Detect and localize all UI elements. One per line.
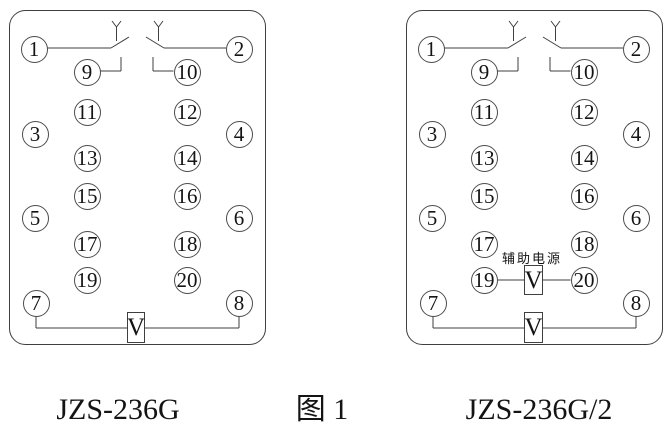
- left-terminal-16: 16: [173, 182, 201, 210]
- right-voltmeter-wiring: [432, 316, 637, 329]
- left-terminal-15: 15: [73, 182, 101, 210]
- left-terminal-20: 20: [173, 266, 201, 294]
- left-voltmeter-box: V: [126, 312, 146, 343]
- right-contact-symbol-2-10: [542, 20, 623, 72]
- right-terminal-14: 14: [570, 144, 598, 172]
- left-terminal-11: 11: [73, 98, 101, 126]
- right-terminal-10: 10: [570, 58, 598, 86]
- right-terminal-5: 5: [418, 204, 446, 232]
- caption-figure-number: 图 1: [295, 393, 349, 426]
- left-terminal-14: 14: [173, 144, 201, 172]
- left-contact-symbol-2-10: [145, 20, 226, 72]
- left-terminal-17: 17: [73, 230, 101, 258]
- right-terminal-4: 4: [622, 120, 650, 148]
- right-panel-outline: [406, 10, 663, 345]
- left-panel-outline: [9, 10, 266, 345]
- left-terminal-6: 6: [225, 204, 253, 232]
- right-terminal-9: 9: [470, 58, 498, 86]
- left-terminal-12: 12: [173, 98, 201, 126]
- left-terminal-7: 7: [22, 289, 50, 317]
- right-contact-symbol-1-9: [444, 20, 527, 72]
- left-voltmeter-wiring: [35, 316, 240, 329]
- left-terminal-9: 9: [73, 58, 101, 86]
- left-terminal-1: 1: [20, 35, 48, 63]
- left-terminal-19: 19: [73, 266, 101, 294]
- right-terminal-11: 11: [470, 98, 498, 126]
- right-terminal-13: 13: [470, 144, 498, 172]
- left-terminal-3: 3: [21, 120, 49, 148]
- caption-left-model: JZS-236G: [56, 393, 180, 426]
- right-terminal-15: 15: [470, 182, 498, 210]
- right-terminal-2: 2: [622, 35, 650, 63]
- left-terminal-13: 13: [73, 144, 101, 172]
- left-terminal-8: 8: [225, 289, 253, 317]
- left-terminal-4: 4: [225, 120, 253, 148]
- right-terminal-6: 6: [622, 204, 650, 232]
- right-terminal-7: 7: [419, 289, 447, 317]
- right-terminal-12: 12: [570, 98, 598, 126]
- left-contact-symbol-1-9: [47, 20, 130, 72]
- right-terminal-1: 1: [417, 35, 445, 63]
- right-terminal-8: 8: [622, 289, 650, 317]
- right-terminal-19: 19: [470, 266, 498, 294]
- left-terminal-10: 10: [173, 58, 201, 86]
- right-terminal-3: 3: [418, 120, 446, 148]
- right-aux-voltmeter-box: V: [524, 265, 543, 295]
- right-terminal-20: 20: [570, 266, 598, 294]
- aux-power-label: 辅助电源: [501, 251, 562, 266]
- right-terminal-16: 16: [570, 182, 598, 210]
- right-terminal-17: 17: [470, 230, 498, 258]
- right-terminal-18: 18: [570, 230, 598, 258]
- left-terminal-18: 18: [173, 230, 201, 258]
- left-terminal-2: 2: [225, 35, 253, 63]
- right-voltmeter-box: V: [524, 312, 543, 343]
- caption-right-model: JZS-236G/2: [465, 393, 613, 426]
- left-terminal-5: 5: [21, 204, 49, 232]
